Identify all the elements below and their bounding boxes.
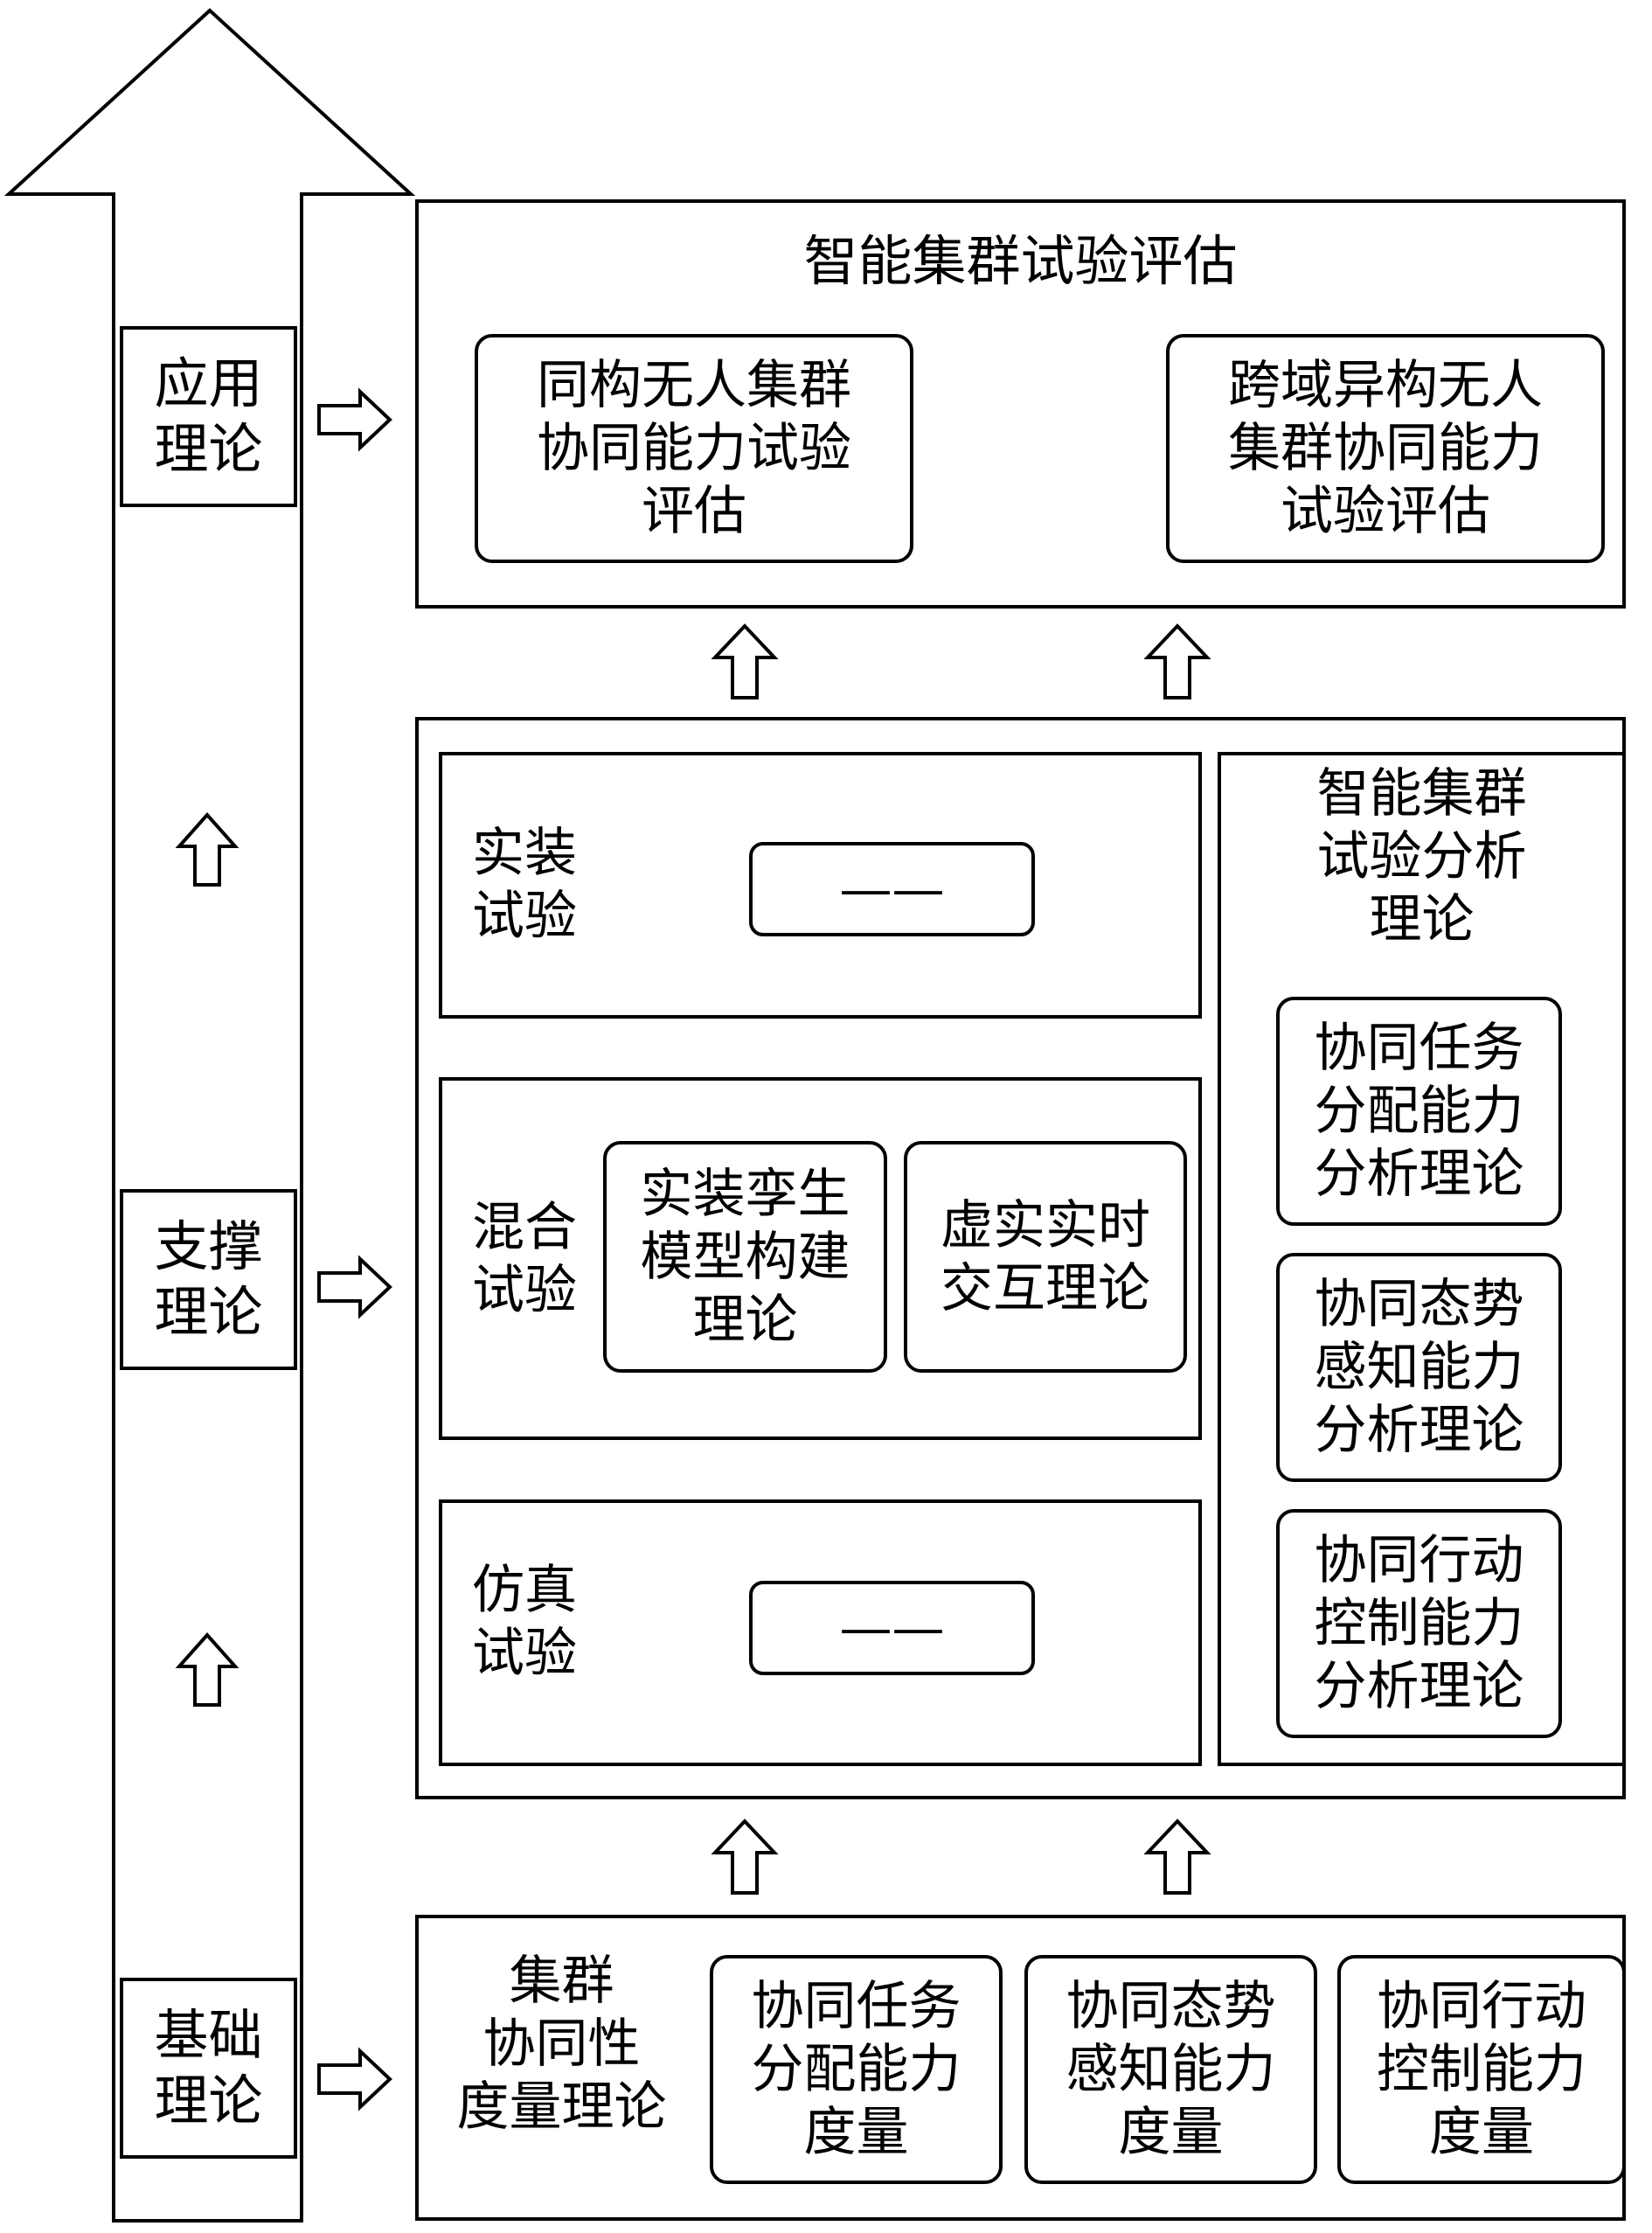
bottom-item-task-allocation: 协同任务 分配能力 度量 [710,1955,1003,2184]
support-theory-label: 支撑 理论 [120,1189,297,1370]
bottom-layer-title: 集群 协同性 度量理论 [456,1951,667,2138]
application-theory-label: 应用 理论 [120,326,297,507]
top-layer-title: 智能集群试验评估 [803,229,1238,293]
analysis-theory-title: 智能集群 试验分析 理论 [1316,763,1527,950]
arrow-up-bottom-left [711,1819,779,1895]
arrow-right-application [317,387,392,452]
foundation-theory-label: 基础 理论 [120,1978,297,2159]
arrow-right-support [317,1255,392,1319]
top-right-item: 跨域异构无人 集群协同能力 试验评估 [1166,334,1605,563]
main-axis-arrow [3,8,416,2223]
real-test-item: —— [749,842,1035,936]
bottom-item-situation-awareness: 协同态势 感知能力 度量 [1024,1955,1317,2184]
analysis-item-action-control: 协同行动 控制能力 分析理论 [1276,1509,1562,1738]
hybrid-test-item-twin-model: 实装孪生 模型构建 理论 [603,1141,887,1373]
arrow-right-foundation [317,2047,392,2111]
hybrid-test-label: 混合 试验 [472,1197,577,1321]
arrow-up-axis-1 [175,811,239,887]
arrow-up-top-right [1143,623,1211,699]
analysis-item-task-allocation: 协同任务 分配能力 分析理论 [1276,997,1562,1226]
analysis-item-situation-awareness: 协同态势 感知能力 分析理论 [1276,1253,1562,1482]
bottom-item-action-control: 协同行动 控制能力 度量 [1337,1955,1626,2184]
arrow-up-bottom-right [1143,1819,1211,1895]
sim-test-item: —— [749,1581,1035,1675]
arrow-up-axis-2 [175,1631,239,1707]
hybrid-test-item-virtual-real: 虚实实时 交互理论 [904,1141,1187,1373]
arrow-up-top-left [711,623,779,699]
sim-test-label: 仿真 试验 [472,1560,577,1684]
real-test-label: 实装 试验 [472,823,577,947]
top-left-item: 同构无人集群 协同能力试验 评估 [475,334,913,563]
